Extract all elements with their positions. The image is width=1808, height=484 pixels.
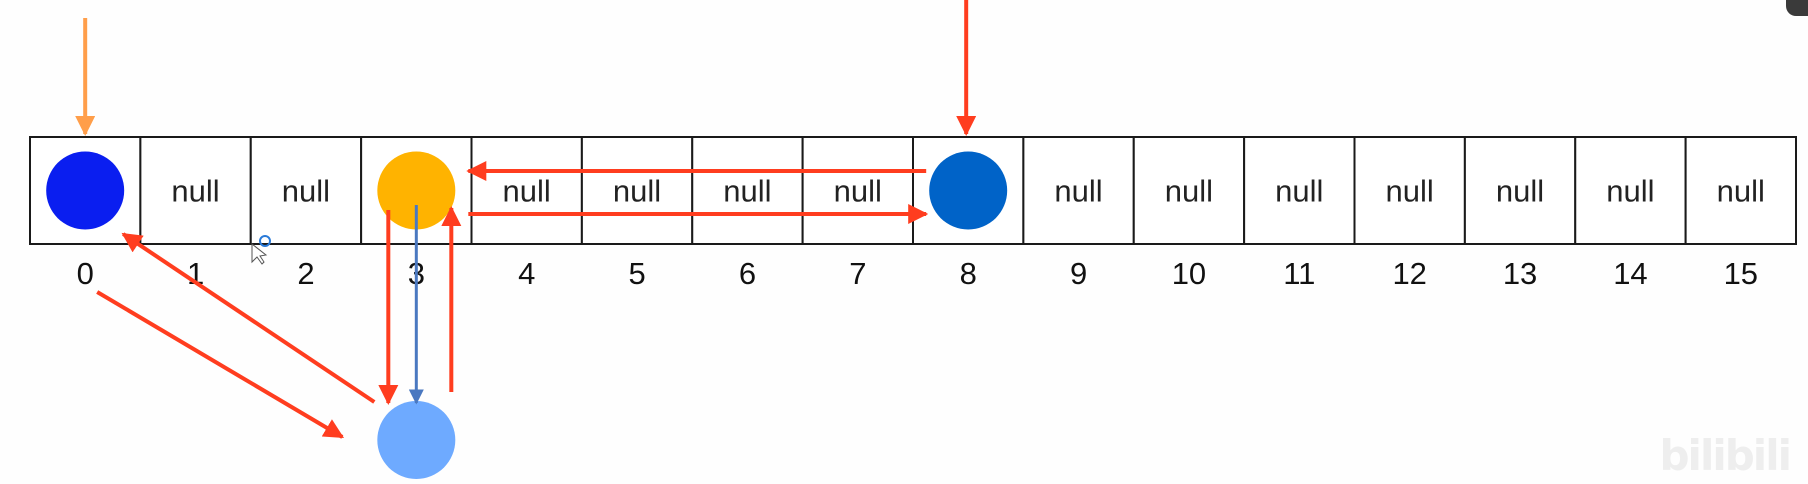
null-label: null: [1606, 174, 1654, 209]
null-label: null: [613, 174, 661, 209]
blue-node: [46, 151, 125, 230]
null-label: null: [503, 174, 551, 209]
array-cell: [580, 136, 694, 245]
null-label: null: [1275, 174, 1323, 209]
array-cell: [801, 136, 914, 245]
dark-blue-node: [929, 151, 1008, 230]
array-cell: [1684, 136, 1797, 245]
null-label: null: [1165, 174, 1213, 209]
index-label: 13: [1503, 256, 1537, 291]
yellow-node: [377, 151, 456, 230]
index-label: 4: [518, 256, 535, 291]
null-label: null: [834, 174, 882, 209]
index-label: 15: [1724, 256, 1758, 291]
null-label: null: [1496, 174, 1544, 209]
index-label: 2: [297, 256, 314, 291]
red-diagonal-back-arrow: [121, 232, 376, 404]
null-label: null: [1054, 174, 1102, 209]
index-label: 12: [1392, 256, 1426, 291]
null-label: null: [282, 174, 330, 209]
pointer-cursor-icon: [251, 242, 268, 265]
index-label: 10: [1172, 256, 1206, 291]
null-label: null: [1386, 174, 1434, 209]
index-label: 14: [1613, 256, 1647, 291]
array-cell: [1463, 136, 1577, 245]
index-label: 8: [960, 256, 977, 291]
mouse-cursor: [251, 235, 271, 265]
window-corner: [1786, 0, 1808, 16]
cursor-ring-icon: [259, 235, 271, 247]
index-label: 1: [187, 256, 204, 291]
index-label: 6: [739, 256, 756, 291]
array-cell: [691, 136, 804, 245]
pointer-arrows: [75, 0, 977, 439]
array-cell: [139, 136, 252, 245]
index-label: 7: [849, 256, 866, 291]
index-label: 0: [77, 256, 94, 291]
index-label: 9: [1070, 256, 1087, 291]
light-blue-node: [377, 401, 456, 479]
null-label: null: [723, 174, 771, 209]
array-cell: [1022, 136, 1135, 245]
array-cell: [1132, 136, 1246, 245]
watermark-logo: bilibili: [1659, 431, 1792, 480]
index-label: 11: [1283, 256, 1315, 291]
index-label: 5: [628, 256, 645, 291]
array-cell: [249, 136, 363, 245]
node-circles: [46, 151, 1008, 479]
null-label: null: [1717, 174, 1765, 209]
array-cell: [1353, 136, 1466, 245]
array-cell: [1574, 136, 1687, 245]
red-diagonal-down-arrow: [96, 290, 345, 439]
null-label: null: [171, 174, 219, 209]
